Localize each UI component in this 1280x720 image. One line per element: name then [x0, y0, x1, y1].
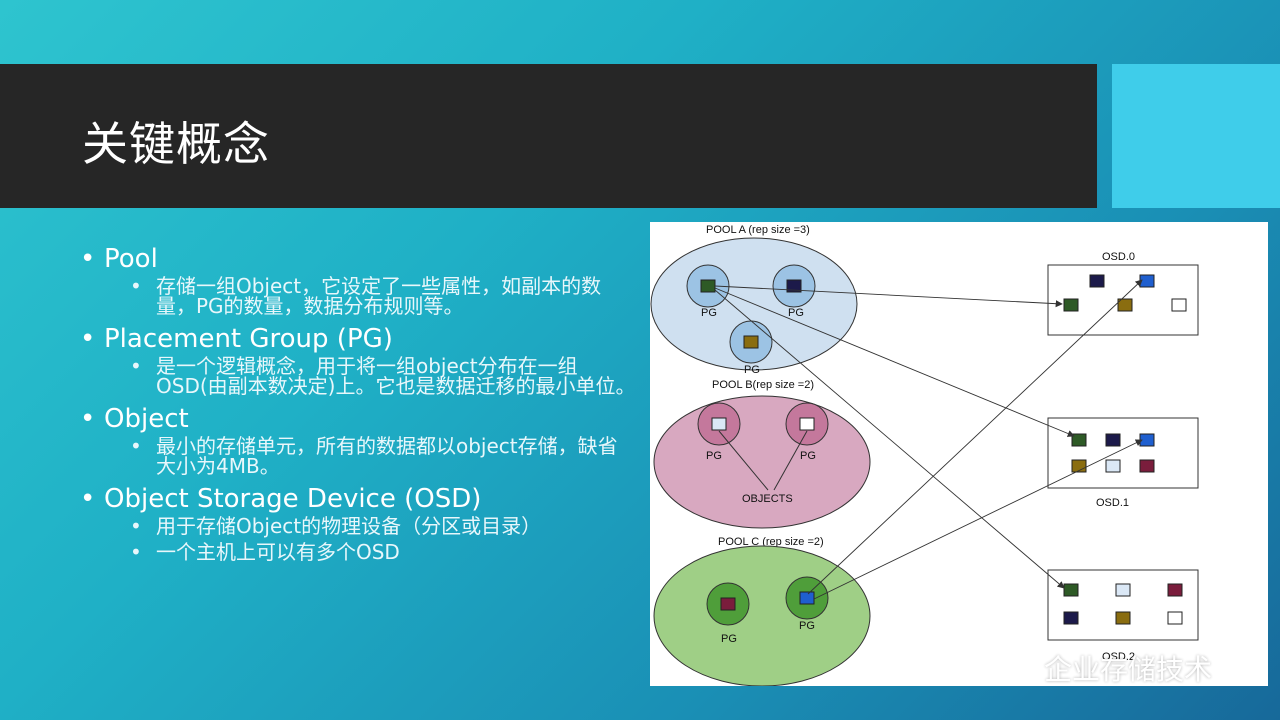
pool-b-label: POOL B(rep size =2)	[712, 379, 814, 391]
bullet-dot: •	[80, 404, 96, 434]
bullet-list: •Pool •存储一组Object，它设定了一些属性，如副本的数量，PG的数量，…	[80, 240, 650, 568]
pool-a-pg2-object	[786, 279, 802, 293]
arrow-pg-a1-osd2	[714, 289, 1065, 589]
pool-c-pg1-label: PG	[721, 633, 737, 645]
bullet-label: Pool	[104, 244, 158, 274]
sub-bullet-text: 最小的存储单元，所有的数据都以object存储，缺省大小为4MB。	[156, 434, 618, 478]
bullet-pg: •Placement Group (PG) •是一个逻辑概念，用于将一组obje…	[80, 322, 650, 396]
osd1-box	[1047, 417, 1199, 489]
pool-c-pg1-object	[720, 597, 736, 611]
slide-title: 关键概念	[82, 117, 270, 171]
bullet-label: Object	[104, 404, 189, 434]
watermark-text: 企业存储技术	[1044, 653, 1213, 686]
osd0-label: OSD.0	[1102, 251, 1135, 263]
watermark: 企业存储技术	[990, 648, 1212, 688]
pool-b-ellipse	[653, 395, 871, 529]
osd2-object	[1063, 583, 1079, 597]
osd0-object	[1171, 298, 1187, 312]
osd1-object	[1139, 433, 1155, 447]
ceph-diagram: POOL A (rep size =3) PG PG PG POOL B(rep…	[650, 222, 1268, 686]
pool-a-pg2-label: PG	[788, 307, 804, 319]
osd2-object	[1167, 611, 1183, 625]
osd1-object	[1105, 433, 1121, 447]
sub-bullet-dot: •	[130, 514, 142, 538]
bullet-dot: •	[80, 244, 96, 274]
sub-bullet-text: 存储一组Object，它设定了一些属性，如副本的数量，PG的数量，数据分布规则等…	[156, 274, 602, 318]
pool-c-pg2-label: PG	[799, 620, 815, 632]
pool-b-pg1-label: PG	[706, 450, 722, 462]
bullet-label: Object Storage Device (OSD)	[104, 484, 482, 514]
osd2-object	[1063, 611, 1079, 625]
objects-line-2	[773, 430, 808, 491]
pool-b-pg2-label: PG	[800, 450, 816, 462]
arrow-pg-a1-osd0	[714, 285, 1063, 308]
osd1-label: OSD.1	[1096, 497, 1129, 509]
objects-line-1	[718, 430, 769, 491]
arrow-pg-c2-osd1	[813, 439, 1143, 600]
sub-bullet-dot: •	[130, 540, 142, 564]
sub-bullet-text: 是一个逻辑概念，用于将一组object分布在一组OSD(由副本数决定)上。它也是…	[156, 354, 636, 398]
pool-c-pg2-object	[799, 591, 815, 605]
wechat-icon	[990, 652, 1035, 684]
pool-a-pg3-object	[743, 335, 759, 349]
bullet-pool: •Pool •存储一组Object，它设定了一些属性，如副本的数量，PG的数量，…	[80, 242, 650, 316]
bullet-dot: •	[80, 324, 96, 354]
osd2-object	[1115, 583, 1131, 597]
pool-b-pg2-object	[799, 417, 815, 431]
pool-a-label: POOL A (rep size =3)	[706, 224, 810, 236]
osd2-label: OSD.2	[1102, 651, 1135, 663]
bullet-osd: •Object Storage Device (OSD) •用于存储Object…	[80, 482, 650, 562]
osd1-object	[1105, 459, 1121, 473]
pool-a-pg3-label: PG	[744, 364, 760, 376]
arrow-pg-c2-osd0	[807, 279, 1143, 595]
pool-b-pg1-object	[711, 417, 727, 431]
pool-a-pg1-label: PG	[701, 307, 717, 319]
accent-box	[1112, 64, 1280, 208]
osd0-object	[1089, 274, 1105, 288]
sub-bullet-text: 用于存储Object的物理设备（分区或目录）	[156, 514, 542, 538]
sub-bullet-dot: •	[130, 354, 142, 378]
osd0-object	[1117, 298, 1133, 312]
pool-a-pg1-object	[700, 279, 716, 293]
osd0-object	[1139, 274, 1155, 288]
pool-c-label: POOL C (rep size =2)	[718, 536, 824, 548]
sub-bullet-text: 一个主机上可以有多个OSD	[156, 540, 400, 564]
arrow-pg-a1-osd1	[714, 287, 1075, 437]
osd0-object	[1063, 298, 1079, 312]
sub-bullet-dot: •	[130, 274, 142, 298]
pool-c-ellipse	[653, 545, 871, 686]
diagram-svg: POOL A (rep size =3) PG PG PG POOL B(rep…	[650, 224, 1199, 686]
sub-bullet-dot: •	[130, 434, 142, 458]
title-bar	[0, 64, 1097, 208]
bullet-label: Placement Group (PG)	[104, 324, 393, 354]
bullet-object: •Object •最小的存储单元，所有的数据都以object存储，缺省大小为4M…	[80, 402, 650, 476]
bullet-dot: •	[80, 484, 96, 514]
osd1-object	[1139, 459, 1155, 473]
osd2-object	[1115, 611, 1131, 625]
osd1-object	[1071, 433, 1087, 447]
osd2-object	[1167, 583, 1183, 597]
objects-label: OBJECTS	[742, 493, 793, 505]
osd2-box	[1047, 569, 1199, 641]
